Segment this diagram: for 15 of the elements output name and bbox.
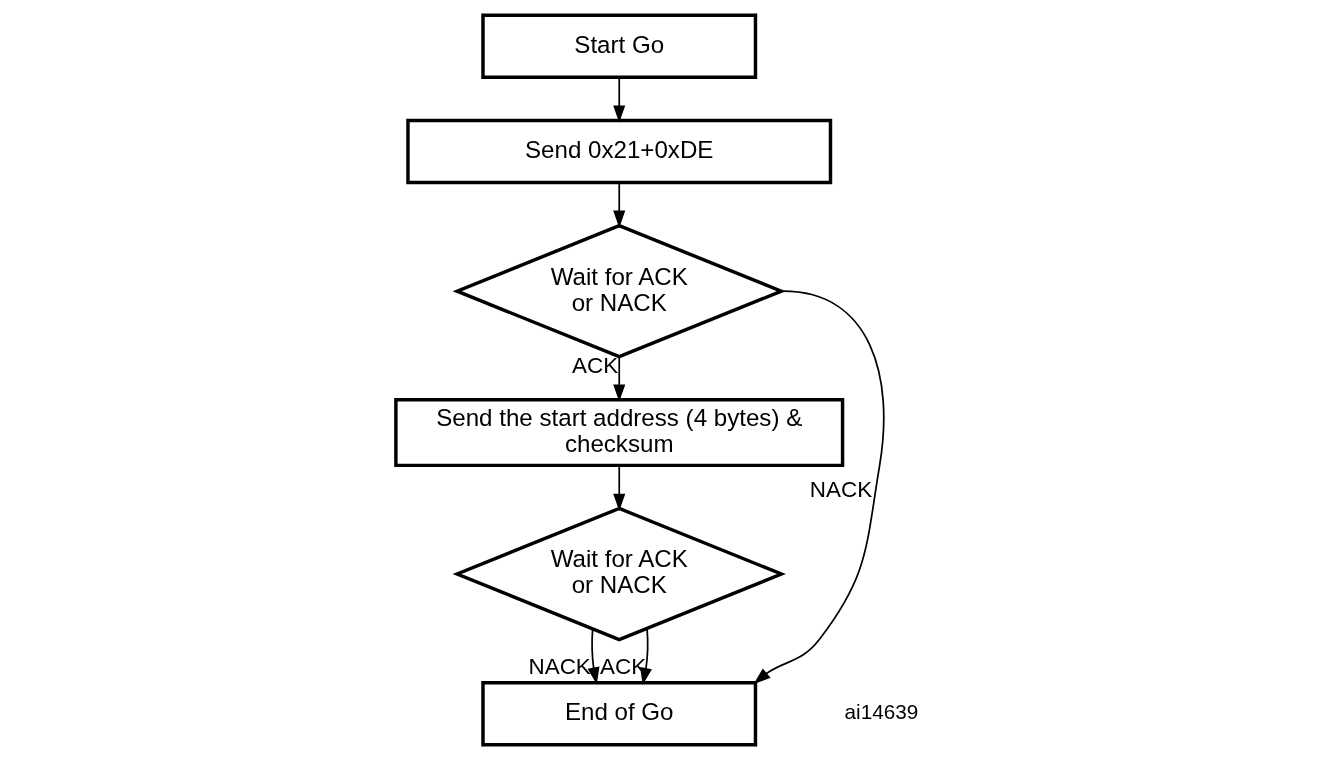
- node-box: Start Go: [481, 13, 758, 80]
- edge-label: NACK: [528, 653, 591, 679]
- node-box: End of Go: [481, 680, 758, 747]
- arrow: [613, 76, 626, 123]
- arrow: [613, 356, 626, 402]
- arrow: [753, 290, 885, 685]
- label: ai14639: [844, 700, 919, 724]
- node-box: Send 0x21+0xDE: [406, 118, 833, 185]
- node-diamond: Wait for ACK or NACK: [452, 223, 786, 359]
- edge-label: NACK: [809, 476, 873, 502]
- arrow: [613, 464, 626, 511]
- node-box: Send the start address (4 bytes) & checksum: [394, 398, 845, 468]
- arrow: [587, 628, 600, 685]
- arrow: [613, 181, 626, 228]
- node-diamond: Wait for ACK or NACK: [452, 506, 786, 642]
